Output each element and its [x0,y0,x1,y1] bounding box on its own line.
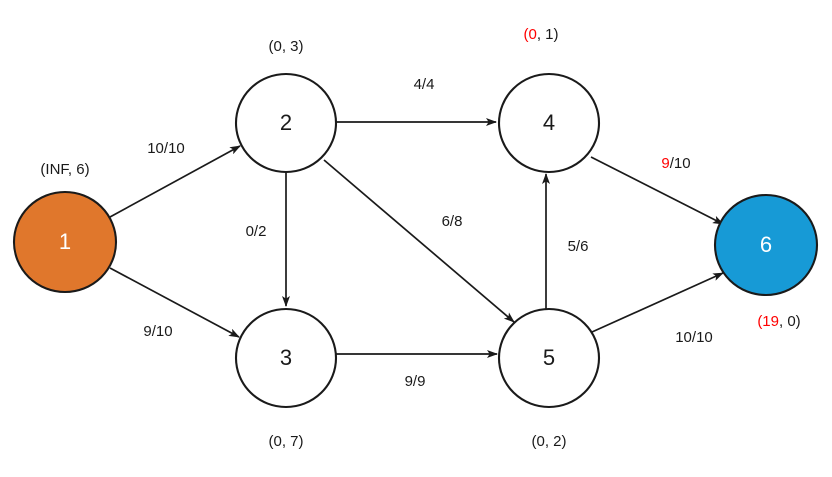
node-3-shape[interactable] [234,307,338,409]
node-3-label: 3 [280,345,292,370]
annotation-height-value: , 2) [545,433,567,450]
annotation-excess-value: (INF [40,161,69,178]
edge-label-2-4: 4/4 [414,76,435,93]
edge-label-5-4: 5/6 [568,238,589,255]
edge-label-2-3: 0/2 [246,223,267,240]
node-annotations-layer: (INF, 6)(0, 3)(0, 7)(0, 1)(0, 2)(19, 0) [40,26,800,450]
node-3-annotation: (0, 7) [268,433,303,450]
node-2[interactable]: 2 [234,72,338,174]
edge-capacity-value: /10 [164,140,185,157]
edge-4-to-6 [590,156,724,225]
annotation-excess-value: (0 [268,38,281,55]
node-6[interactable]: 6 [713,193,819,297]
edge-capacity-value: /4 [422,76,435,93]
annotation-excess-value: (0 [523,26,536,43]
edge-flow-value: 6 [442,213,450,230]
node-3[interactable]: 3 [234,307,338,409]
node-5[interactable]: 5 [497,307,601,409]
edge-flow-value: 4 [414,76,422,93]
node-6-shape[interactable] [713,193,819,297]
edge-label-5-6: 10/10 [675,329,713,346]
edge-capacity-value: /10 [152,323,173,340]
edge-capacity-value: /10 [692,329,713,346]
annotation-height-value: , 3) [282,38,304,55]
node-1-label: 1 [59,229,71,254]
edge-5-to-6 [591,272,724,333]
edge-flow-value: 10 [675,329,692,346]
edge-capacity-value: /9 [413,373,426,390]
edge-capacity-value: /6 [576,238,589,255]
node-1-annotation: (INF, 6) [40,161,89,178]
node-1[interactable]: 1 [12,190,118,294]
edges-layer [109,118,724,358]
edge-label-4-6: 9/10 [661,155,690,172]
edge-capacity-value: /8 [450,213,463,230]
edge-capacity-value: /10 [670,155,691,172]
node-5-label: 5 [543,345,555,370]
node-5-shape[interactable] [497,307,601,409]
node-2-shape[interactable] [234,72,338,174]
node-4[interactable]: 4 [497,72,601,174]
edge-label-1-3: 9/10 [143,323,172,340]
edge-flow-value: 10 [147,140,164,157]
edge-flow-value: 9 [143,323,151,340]
edge-flow-value: 9 [661,155,669,172]
node-6-annotation: (19, 0) [757,313,800,330]
annotation-excess-value: (0 [268,433,281,450]
node-4-label: 4 [543,110,555,135]
edge-1-to-2 [109,145,241,218]
edge-flow-value: 9 [405,373,413,390]
annotation-height-value: , 6) [68,161,90,178]
node-5-annotation: (0, 2) [531,433,566,450]
edge-flow-value: 5 [568,238,576,255]
annotation-height-value: , 1) [537,26,559,43]
node-2-label: 2 [280,110,292,135]
edge-2-to-5 [323,159,515,323]
annotation-excess-value: (0 [531,433,544,450]
edge-1-to-3 [109,267,240,338]
edge-label-1-2: 10/10 [147,140,185,157]
node-6-label: 6 [760,232,772,257]
node-4-annotation: (0, 1) [523,26,558,43]
annotation-height-value: , 7) [282,433,304,450]
annotation-excess-value: (19 [757,313,779,330]
annotation-height-value: , 0) [779,313,801,330]
node-2-annotation: (0, 3) [268,38,303,55]
node-4-shape[interactable] [497,72,601,174]
edge-flow-value: 0 [246,223,254,240]
nodes-layer: 1 2 3 4 5 6 [12,72,819,409]
edge-label-2-5: 6/8 [442,213,463,230]
edge-capacity-value: /2 [254,223,267,240]
edge-label-3-5: 9/9 [405,373,426,390]
node-1-shape[interactable] [12,190,118,294]
